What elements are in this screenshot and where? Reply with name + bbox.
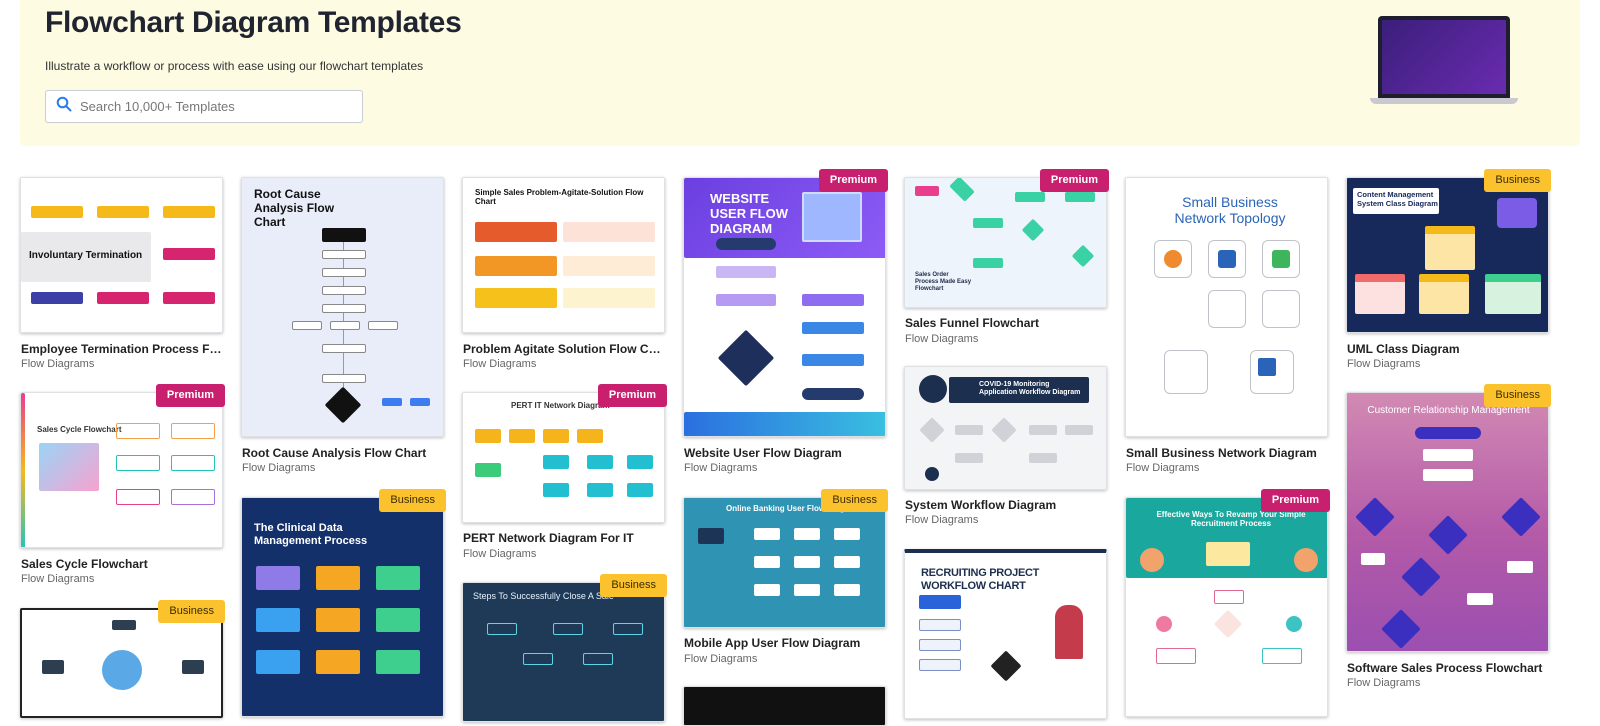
business-badge: Business: [379, 489, 446, 512]
template-title[interactable]: Problem Agitate Solution Flow Cha...: [463, 342, 666, 356]
premium-badge: Premium: [1039, 169, 1109, 192]
template-thumbnail[interactable]: RECRUITING PROJECT WORKFLOW CHART: [904, 549, 1107, 719]
template-thumbnail[interactable]: WEBSITE USER FLOW DIAGRAM: [683, 177, 886, 437]
business-badge: Business: [158, 600, 225, 623]
template-title[interactable]: UML Class Diagram: [1347, 342, 1460, 356]
hero-banner: Flowchart Diagram Templates Illustrate a…: [20, 0, 1580, 146]
template-thumbnail[interactable]: Effective Ways To Revamp Your Simple Rec…: [1125, 497, 1328, 717]
thumbnail-title: Root Cause Analysis Flow Chart: [254, 187, 335, 229]
template-category: Flow Diagrams: [905, 333, 979, 345]
search-icon: [56, 96, 72, 117]
template-title[interactable]: Sales Cycle Flowchart: [21, 557, 148, 571]
template-thumbnail[interactable]: Customer Relationship Management: [1346, 392, 1549, 652]
thumbnail-title: WEBSITE USER FLOW DIAGRAM: [710, 191, 788, 236]
business-badge: Business: [821, 489, 888, 512]
template-thumbnail[interactable]: Content Management System Class Diagram: [1346, 177, 1549, 333]
template-title[interactable]: System Workflow Diagram: [905, 498, 1057, 512]
template-category: Flow Diagrams: [21, 358, 95, 370]
template-thumbnail[interactable]: PERT IT Network Diagram: [462, 392, 665, 523]
template-title[interactable]: Mobile App User Flow Diagram: [684, 636, 861, 650]
thumbnail-title: RECRUITING PROJECT WORKFLOW CHART: [921, 567, 1040, 592]
premium-badge: Premium: [597, 384, 667, 407]
template-thumbnail[interactable]: Small Business Network Topology: [1125, 177, 1328, 437]
search-input[interactable]: [80, 99, 340, 114]
premium-badge: Premium: [155, 384, 225, 407]
page-subtitle: Illustrate a workflow or process with ea…: [45, 59, 424, 73]
thumbnail-title: Content Management System Class Diagram: [1357, 190, 1438, 208]
template-category: Flow Diagrams: [1347, 677, 1421, 689]
template-thumbnail[interactable]: Root Cause Analysis Flow Chart: [241, 177, 444, 437]
template-title[interactable]: PERT Network Diagram For IT: [463, 531, 634, 545]
template-title[interactable]: Small Business Network Diagram: [1126, 446, 1317, 460]
page-title: Flowchart Diagram Templates: [45, 6, 462, 39]
thumbnail-title: COVID-19 Monitoring Application Workflow…: [979, 381, 1081, 397]
template-title[interactable]: Website User Flow Diagram: [684, 446, 842, 460]
template-thumbnail[interactable]: Sales Cycle Flowchart: [20, 392, 223, 548]
template-thumbnail[interactable]: Online Banking User Flow Diagram: [683, 497, 886, 628]
template-thumbnail[interactable]: The Clinical Data Management Process: [241, 497, 444, 717]
template-thumbnail[interactable]: [20, 608, 223, 718]
thumbnail-title: PERT IT Network Diagram: [511, 401, 610, 410]
laptop-illustration: [1370, 16, 1526, 106]
template-category: Flow Diagrams: [463, 548, 537, 560]
thumbnail-title: Simple Sales Problem-Agitate-Solution Fl…: [475, 188, 644, 207]
template-category: Flow Diagrams: [684, 653, 758, 665]
template-category: Flow Diagrams: [1347, 358, 1421, 370]
search-box[interactable]: [45, 90, 363, 123]
thumbnail-title: Online Banking User Flow Diagram: [726, 504, 860, 513]
template-category: Flow Diagrams: [684, 462, 758, 474]
thumbnail-title: Involuntary Termination: [29, 250, 143, 261]
template-category: Flow Diagrams: [905, 514, 979, 526]
template-title[interactable]: Software Sales Process Flowchart: [1347, 661, 1543, 675]
template-category: Flow Diagrams: [463, 358, 537, 370]
thumbnail-title: Small Business Network Topology: [1174, 194, 1286, 227]
template-category: Flow Diagrams: [21, 573, 95, 585]
premium-badge: Premium: [818, 169, 888, 192]
template-title[interactable]: Root Cause Analysis Flow Chart: [242, 446, 427, 460]
template-thumbnail[interactable]: Steps To Successfully Close A Sale: [462, 582, 665, 722]
thumbnail-title: Effective Ways To Revamp Your Simple Rec…: [1156, 510, 1306, 529]
thumbnail-title: Sales Order Process Made Easy Flowchart: [915, 272, 972, 292]
template-category: Flow Diagrams: [242, 462, 316, 474]
template-title[interactable]: Sales Funnel Flowchart: [905, 316, 1040, 330]
template-thumbnail[interactable]: Involuntary Termination: [20, 177, 223, 333]
thumbnail-title: Steps To Successfully Close A Sale: [473, 591, 614, 601]
business-badge: Business: [1484, 384, 1551, 407]
template-thumbnail[interactable]: COVID-19 Monitoring Application Workflow…: [904, 366, 1107, 490]
business-badge: Business: [1484, 169, 1551, 192]
business-badge: Business: [600, 574, 667, 597]
premium-badge: Premium: [1260, 489, 1330, 512]
thumbnail-title: Sales Cycle Flowchart: [37, 425, 122, 434]
template-thumbnail[interactable]: Sales Order Process Made Easy Flowchart: [904, 177, 1107, 308]
template-title[interactable]: Employee Termination Process Flo...: [21, 342, 224, 356]
template-thumbnail[interactable]: [683, 686, 886, 726]
template-thumbnail[interactable]: Simple Sales Problem-Agitate-Solution Fl…: [462, 177, 665, 333]
template-category: Flow Diagrams: [1126, 462, 1200, 474]
thumbnail-title: Customer Relationship Management: [1367, 405, 1530, 416]
thumbnail-title: The Clinical Data Management Process: [254, 522, 368, 547]
